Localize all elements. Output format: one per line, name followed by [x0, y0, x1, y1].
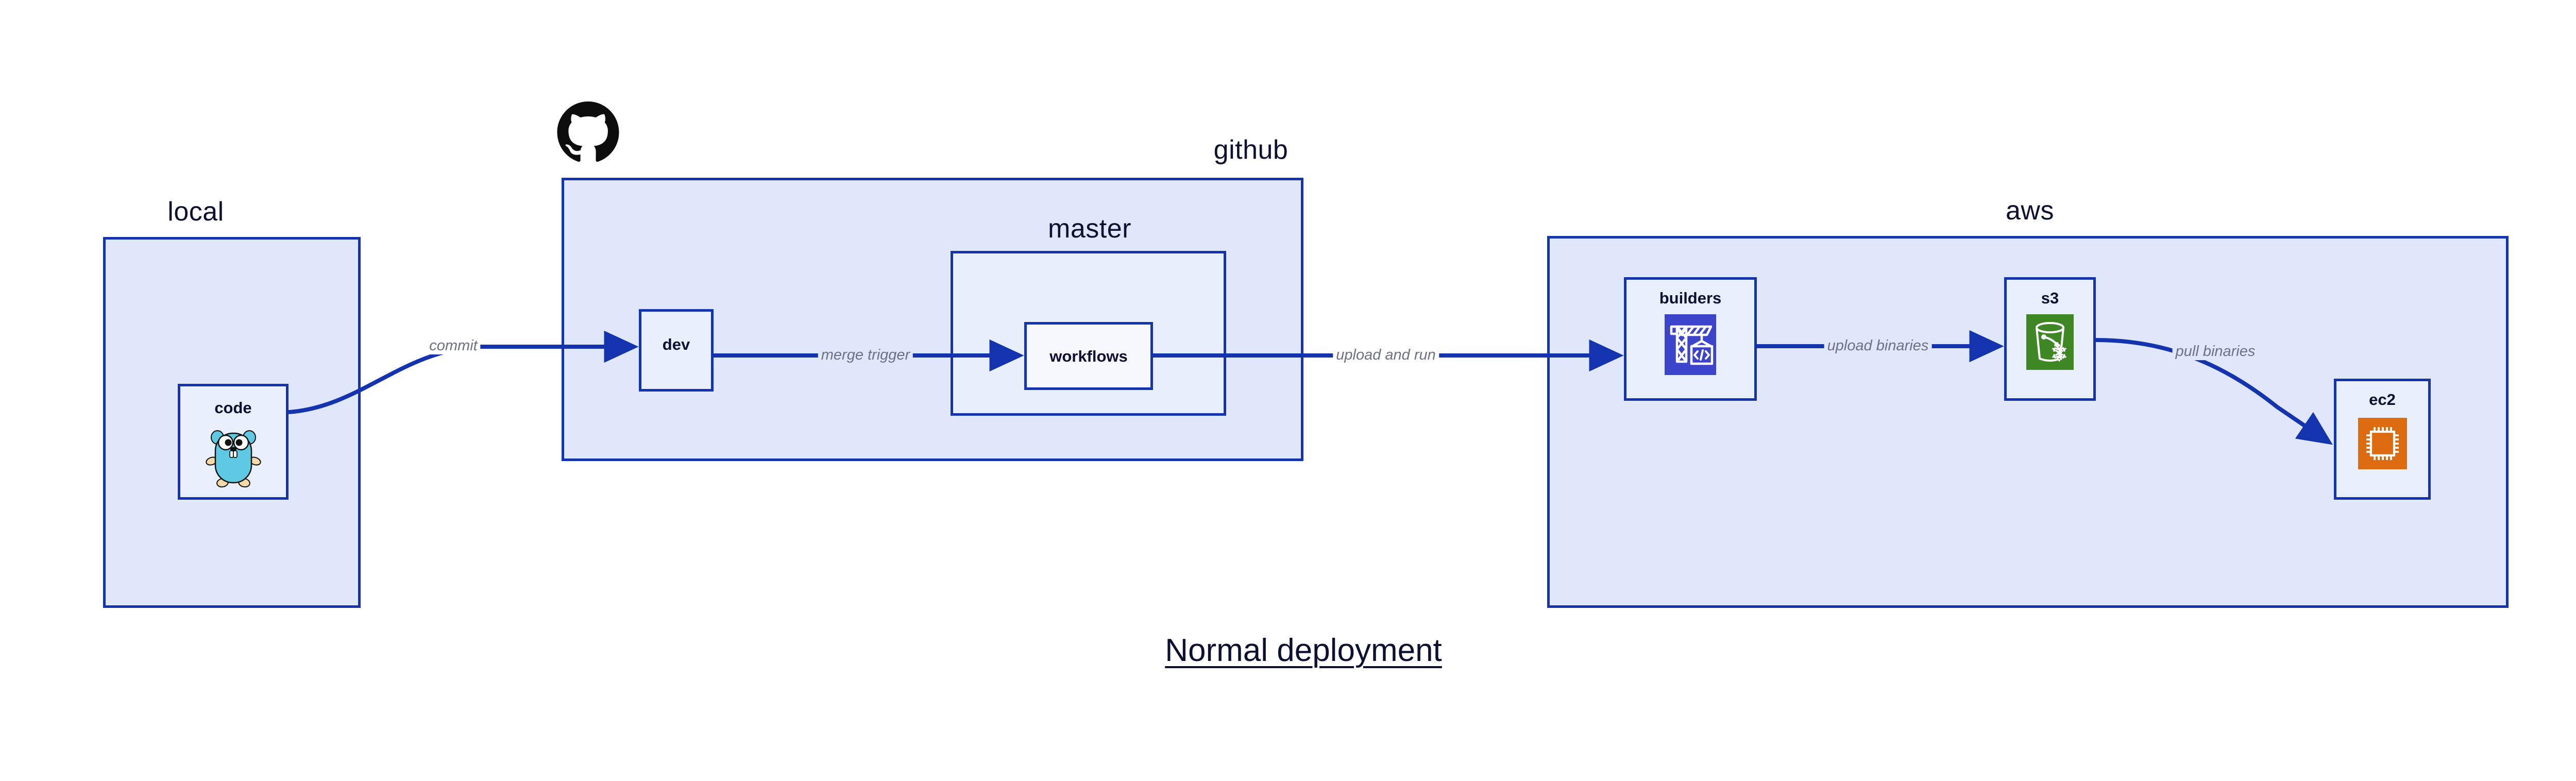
node-workflows[interactable]: workflows — [1024, 322, 1153, 390]
node-label-dev: dev — [662, 335, 690, 353]
node-label-ec2: ec2 — [2369, 390, 2396, 409]
github-octocat-icon — [556, 101, 620, 166]
node-ec2[interactable]: ec2 — [2334, 379, 2431, 500]
node-label-code: code — [214, 399, 252, 417]
edge-label-upload-and-run: upload and run — [1333, 347, 1439, 364]
go-gopher-icon — [205, 425, 262, 491]
aws-codebuild-icon — [1665, 314, 1716, 378]
edge-label-upload-binaries: upload binaries — [1824, 337, 1932, 354]
node-label-builders: builders — [1659, 289, 1722, 307]
edge-label-commit: commit — [426, 337, 481, 354]
group-label-master: master — [1048, 214, 1131, 244]
edge-label-pull-binaries: pull binaries — [2172, 343, 2259, 360]
node-dev[interactable]: dev — [639, 309, 714, 392]
node-builders[interactable]: builders — [1624, 277, 1757, 401]
group-label-aws: aws — [2006, 196, 2054, 226]
aws-s3-glacier-icon — [2026, 314, 2074, 372]
node-label-s3: s3 — [2041, 289, 2059, 307]
node-s3[interactable]: s3 — [2004, 277, 2096, 401]
group-label-local: local — [167, 197, 224, 227]
node-code[interactable]: code — [178, 384, 289, 500]
node-label-workflows: workflows — [1049, 347, 1128, 365]
group-label-github: github — [1213, 135, 1289, 165]
page-title: Normal deployment — [1165, 633, 1442, 668]
edge-label-merge-trigger: merge trigger — [818, 347, 913, 364]
aws-ec2-icon — [2358, 418, 2407, 472]
